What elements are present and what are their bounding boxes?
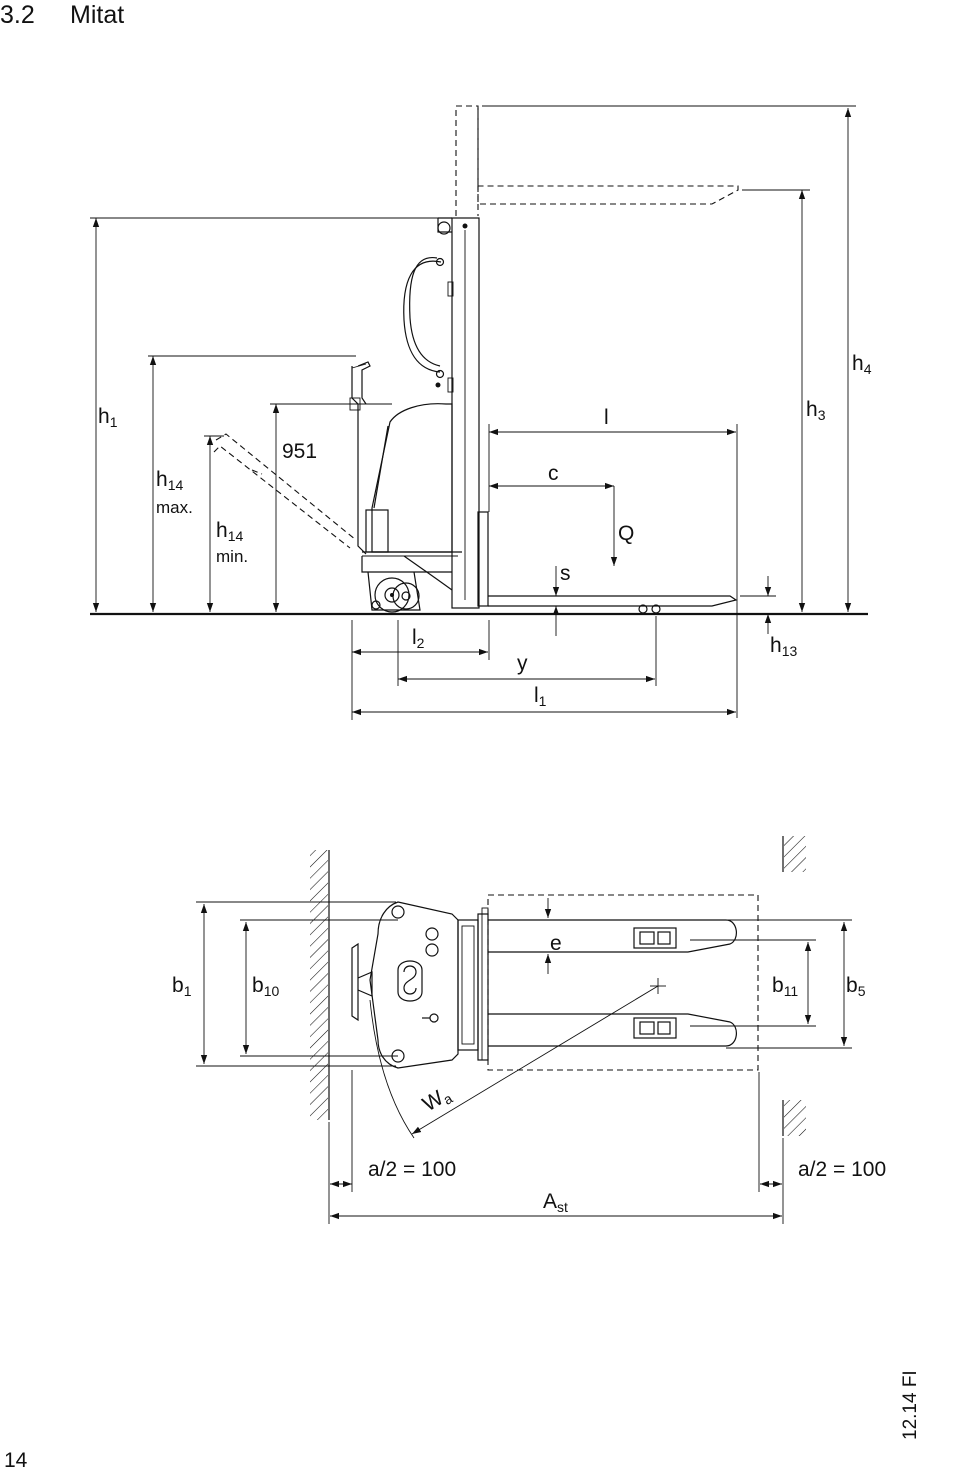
label-l2: l2	[412, 626, 425, 651]
dim-wa-line	[411, 985, 659, 1135]
label-b10: b10	[252, 974, 279, 999]
label-h13: h13	[770, 634, 797, 659]
chassis-top	[369, 901, 459, 1069]
label-ast: Ast	[543, 1190, 568, 1215]
mast	[437, 217, 480, 609]
label-c: c	[548, 462, 559, 485]
left-wall	[310, 850, 330, 1120]
fork-carriage	[477, 511, 738, 614]
label-a-half-right: a/2 = 100	[798, 1158, 886, 1181]
tiller-upright	[349, 361, 371, 555]
drive-wheel	[367, 571, 421, 613]
load-outline	[487, 894, 759, 1071]
label-b11: b11	[772, 974, 798, 999]
label-h3: h3	[806, 398, 826, 423]
label-e: e	[550, 932, 562, 955]
mast-top	[457, 907, 489, 1061]
label-h14-min-note: min.	[216, 547, 248, 566]
label-wa: Wa	[419, 1082, 456, 1118]
top-view: b1 b10 e b11 b5 Wa a/2 = 100 a/2 =	[172, 836, 886, 1224]
section-title: Mitat	[70, 1, 125, 29]
label-q: Q	[618, 522, 634, 545]
side-view: h1 h14 max. h14 min. 951 l c Q s h3	[90, 105, 872, 720]
label-h14-max-note: max.	[156, 498, 193, 517]
label-h4: h4	[852, 352, 872, 377]
label-951: 951	[282, 440, 317, 463]
page-number: 14	[4, 1449, 28, 1472]
raised-mast-outline	[455, 105, 739, 216]
label-b1: b1	[172, 974, 192, 999]
right-wall-top	[782, 836, 806, 872]
label-y: y	[517, 652, 528, 675]
tiller-handle-top	[351, 942, 373, 1022]
truck-body	[361, 403, 462, 591]
tiller-lowered	[213, 433, 357, 549]
hydraulic-hose	[403, 260, 442, 373]
label-l1: l1	[534, 684, 547, 709]
document-code: 12.14 FI	[900, 1370, 921, 1440]
label-h1: h1	[98, 405, 118, 430]
label-b5: b5	[846, 974, 866, 999]
label-h14-min: h14	[216, 519, 243, 544]
label-a-half-left: a/2 = 100	[368, 1158, 456, 1181]
label-s: s	[560, 562, 571, 585]
section-heading: 3.2 Mitat	[0, 0, 124, 30]
forks-top	[488, 919, 737, 1047]
right-wall-bottom	[782, 1100, 806, 1136]
section-number: 3.2	[0, 1, 35, 29]
label-l: l	[604, 406, 609, 429]
label-h14-max: h14	[156, 468, 183, 493]
